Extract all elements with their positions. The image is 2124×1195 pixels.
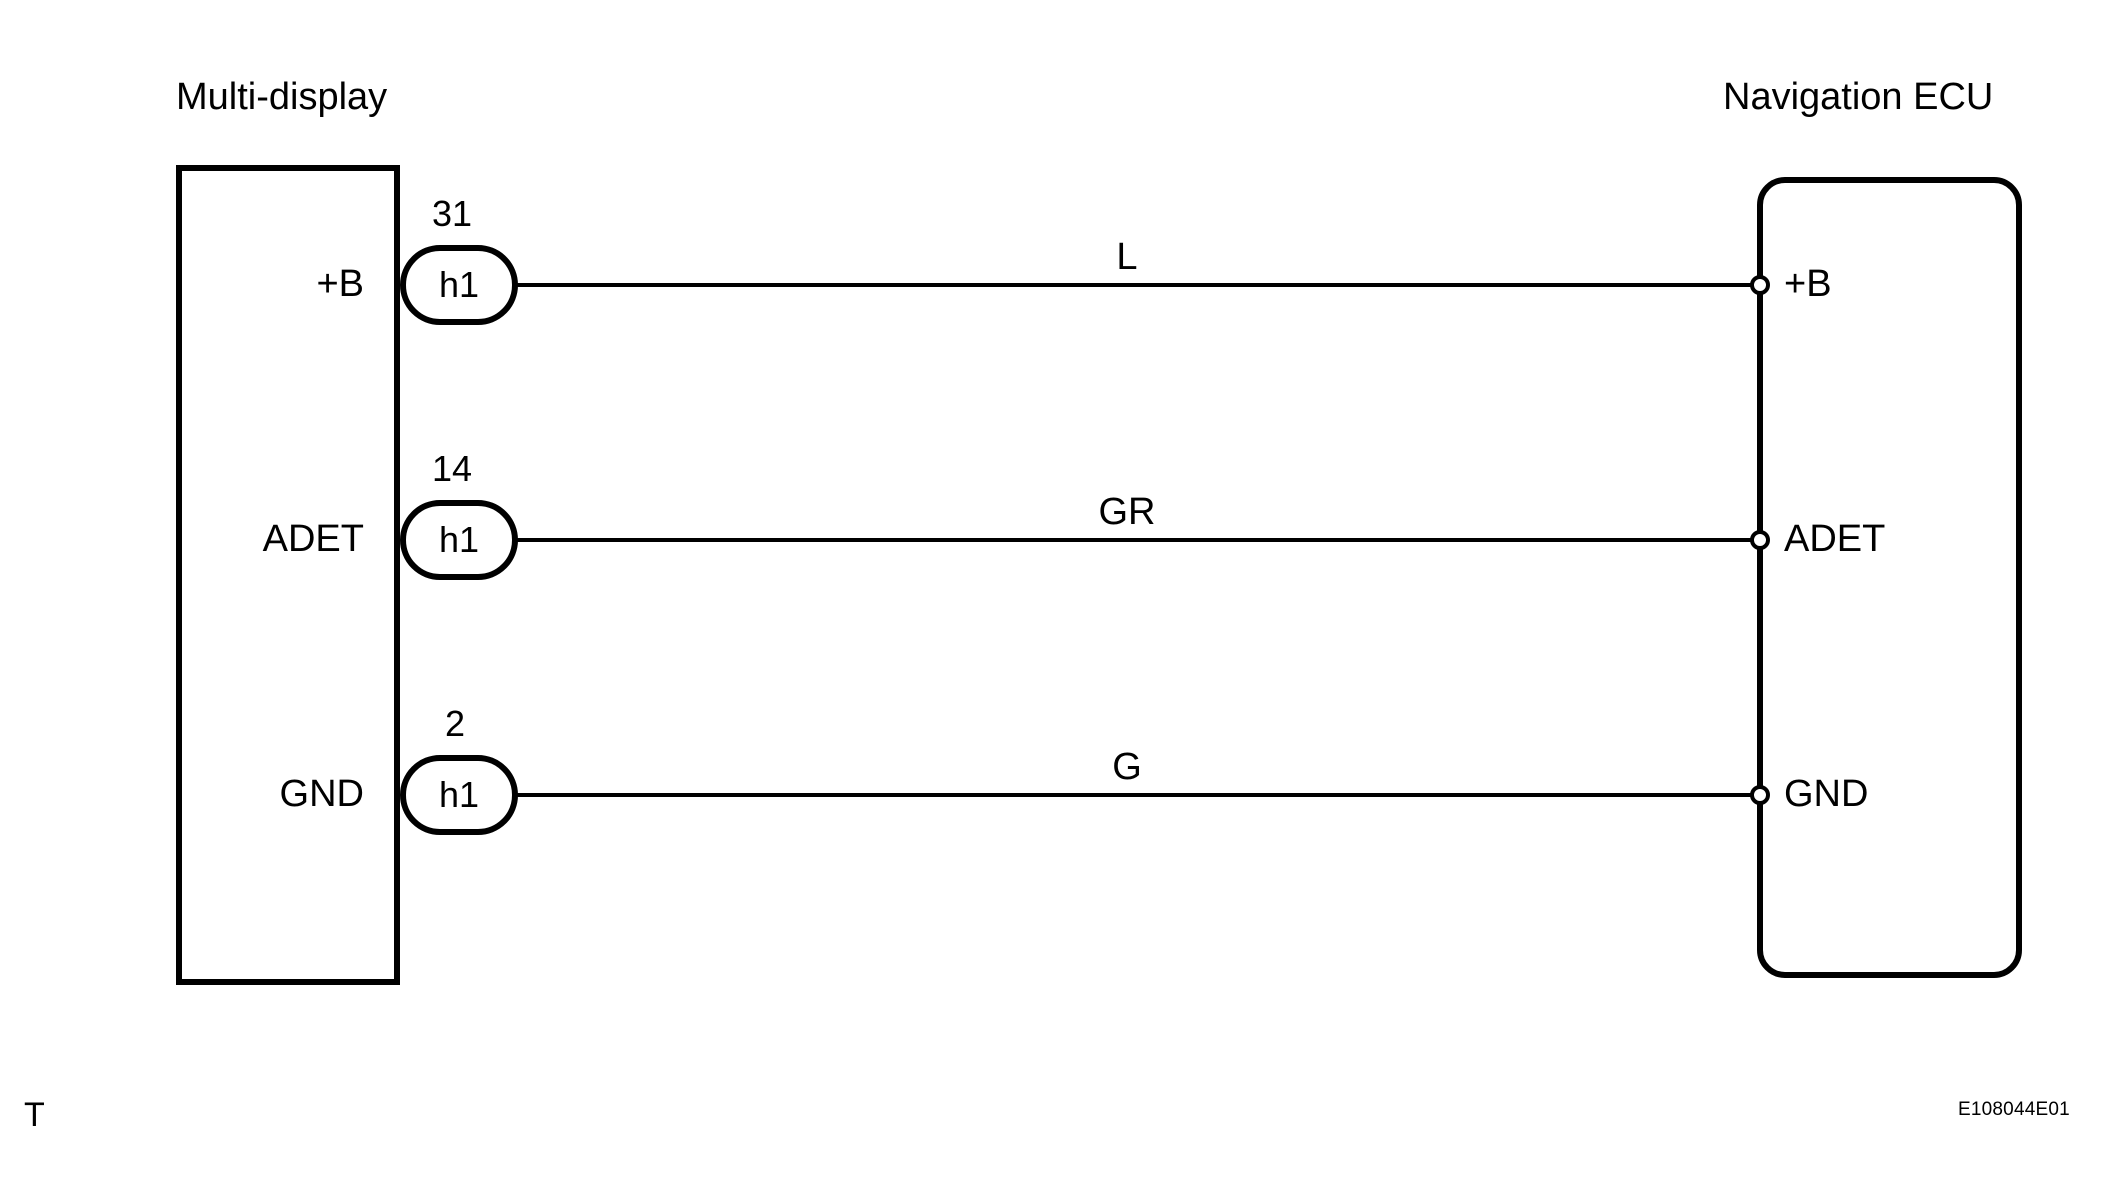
connector-id-row-2: h1	[438, 519, 480, 560]
connector-id-row-1: h1	[438, 264, 480, 305]
left-device-title: Multi-display	[176, 76, 388, 118]
wire-color-label-row-2: GR	[1098, 491, 1156, 533]
pin-number-row-1: 31	[432, 193, 473, 234]
ecu-terminal-row-1[interactable]	[1750, 275, 1770, 295]
connector-pill-row-1[interactable]: h1	[400, 245, 518, 325]
left-signal-label-row-2: ADET	[262, 518, 364, 560]
reference-code: E108044E01	[1958, 1099, 2070, 1120]
ecu-terminal-row-2[interactable]	[1750, 530, 1770, 550]
right-signal-label-row-1: +B	[1784, 263, 1832, 305]
right-device-title: Navigation ECU	[1723, 76, 1994, 118]
left-device-box	[176, 165, 400, 985]
corner-mark: T	[24, 1096, 45, 1134]
left-signal-label-row-1: +B	[316, 263, 364, 305]
pin-number-row-3: 2	[445, 703, 466, 744]
wire-color-label-row-1: L	[1116, 236, 1138, 278]
left-signal-label-row-3: GND	[279, 773, 364, 815]
right-signal-label-row-3: GND	[1784, 773, 1869, 815]
ecu-terminal-row-3[interactable]	[1750, 785, 1770, 805]
wire-color-label-row-3: G	[1112, 746, 1142, 788]
right-device-box	[1757, 177, 2022, 978]
connector-id-row-3: h1	[438, 774, 480, 815]
wire-row-3	[516, 793, 1759, 797]
connector-pill-row-3[interactable]: h1	[400, 755, 518, 835]
connector-pill-row-2[interactable]: h1	[400, 500, 518, 580]
wire-row-1	[516, 283, 1759, 287]
pin-number-row-2: 14	[432, 448, 473, 489]
right-signal-label-row-2: ADET	[1784, 518, 1886, 560]
wire-row-2	[516, 538, 1759, 542]
